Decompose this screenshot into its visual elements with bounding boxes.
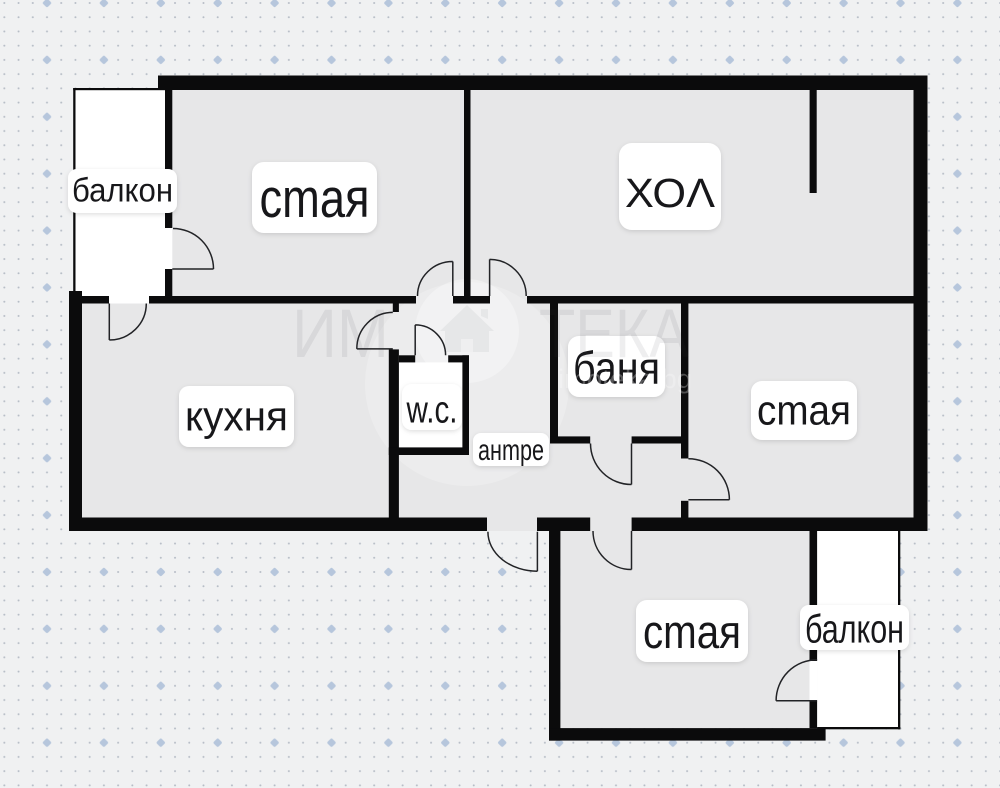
svg-text:ИМ: ИМ: [292, 295, 389, 372]
svg-text:сmая: сmая: [757, 387, 851, 434]
svg-text:балкон: балкон: [72, 172, 173, 209]
svg-text:сmая: сmая: [260, 167, 370, 229]
svg-text:сmая: сmая: [643, 605, 741, 658]
svg-text:w.c.: w.c.: [406, 390, 458, 432]
svg-text:ХОΛ: ХОΛ: [625, 170, 716, 216]
svg-text:баня: баня: [573, 343, 660, 394]
svg-text:imoteka.bg: imoteka.bg: [558, 364, 692, 394]
svg-text:балкон: балкон: [805, 608, 904, 652]
svg-text:ТЕКА: ТЕКА: [539, 295, 689, 372]
svg-text:кухня: кухня: [185, 392, 288, 439]
svg-text:анmре: анmре: [478, 434, 544, 467]
